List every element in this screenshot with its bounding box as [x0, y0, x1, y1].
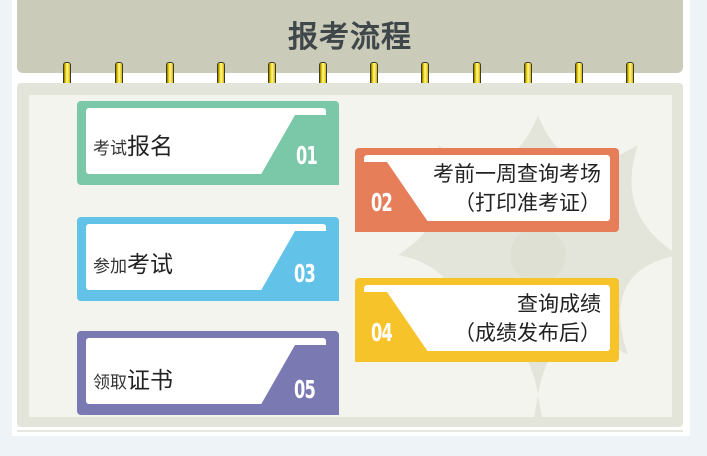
step-number: 03 — [294, 259, 316, 288]
binder-rings — [0, 63, 707, 89]
step-label-big: 报名 — [127, 134, 173, 160]
binder-ring-icon — [369, 63, 379, 87]
step-label-small: 参加 — [93, 257, 127, 277]
step-label: 领取证书 — [93, 361, 173, 395]
binder-ring-icon — [420, 63, 430, 87]
binder-ring-icon — [523, 63, 533, 87]
step-label: 考试报名 — [93, 127, 173, 161]
step-label-big: 考试 — [127, 252, 173, 278]
step-label: 查询成绩 （成绩发布后） — [381, 290, 601, 348]
binder-ring-icon — [472, 63, 482, 87]
step-number: 02 — [371, 188, 393, 217]
step-label: 参加考试 — [93, 245, 173, 279]
step-label-small: 考试 — [93, 139, 127, 159]
step-card-02[interactable]: 02 考前一周查询考场 （打印准考证） — [355, 148, 619, 232]
step-number: 01 — [296, 141, 318, 170]
binder-ring-icon — [62, 63, 72, 87]
binder-ring-icon — [574, 63, 584, 87]
card-corner-shape — [255, 115, 339, 185]
step-label-line1: 考前一周查询考场 — [433, 162, 601, 186]
page-title: 报考流程 — [288, 19, 412, 55]
step-label-big: 证书 — [127, 368, 173, 394]
binder-ring-icon — [114, 63, 124, 87]
step-card-05[interactable]: 05 领取证书 — [77, 331, 339, 415]
binder-ring-icon — [165, 63, 175, 87]
card-corner-shape — [355, 162, 435, 232]
page-margin — [690, 0, 707, 456]
step-card-01[interactable]: 01 考试报名 — [77, 101, 339, 185]
step-label-line1: 查询成绩 — [517, 292, 601, 316]
binder-ring-icon — [216, 63, 226, 87]
step-number: 05 — [294, 375, 316, 404]
page-header: 报考流程 — [17, 0, 683, 73]
binder-ring-icon — [625, 63, 635, 87]
step-card-03[interactable]: 03 参加考试 — [77, 217, 339, 301]
step-number: 04 — [371, 318, 393, 347]
card-corner-shape — [255, 345, 339, 415]
step-label-line2: （成绩发布后） — [454, 321, 601, 345]
card-corner-shape — [355, 292, 435, 362]
card-corner-shape — [255, 231, 339, 301]
step-card-04[interactable]: 04 查询成绩 （成绩发布后） — [355, 278, 619, 362]
binder-ring-icon — [318, 63, 328, 87]
binder-ring-icon — [267, 63, 277, 87]
divider — [17, 430, 683, 432]
step-label: 考前一周查询考场 （打印准考证） — [381, 160, 601, 218]
step-label-line2: （打印准考证） — [454, 191, 601, 215]
step-label-small: 领取 — [93, 373, 127, 393]
